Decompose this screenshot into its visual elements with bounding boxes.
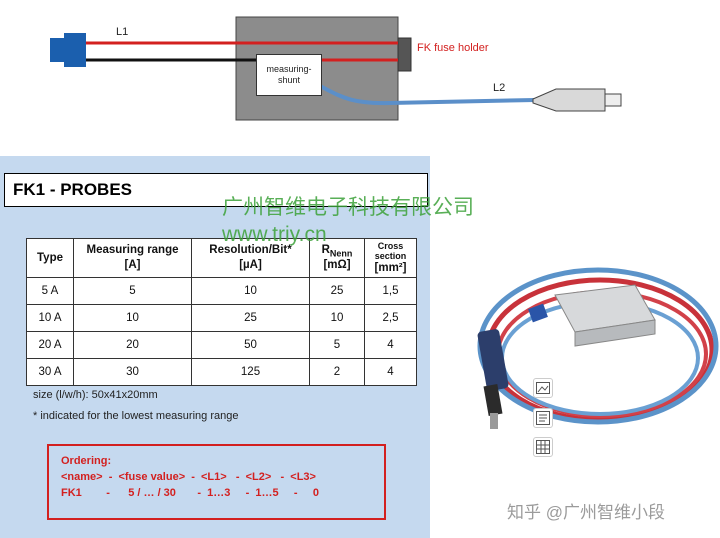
header-cross-section: Cross section [mm²]: [364, 238, 417, 278]
header-r-subscript: Nenn: [329, 248, 353, 259]
header-resolution: Resolution/Bit* [µA]: [191, 238, 310, 278]
l2-label: L2: [493, 82, 506, 94]
header-type-label: Type: [37, 251, 63, 264]
text-icon[interactable]: [533, 408, 553, 428]
header-cross-label: Cross: [377, 240, 404, 251]
table-cell: 5 A: [26, 277, 74, 305]
header-r-label: R: [321, 243, 330, 256]
panel-title: FK1 - PROBES: [13, 180, 133, 199]
header-resolution-label: Resolution/Bit*: [209, 244, 292, 256]
header-type: Type: [26, 238, 74, 278]
table-cell: 20: [73, 331, 192, 359]
table-icon-glyph: [536, 440, 550, 454]
shunt-label-line2: shunt: [277, 75, 301, 85]
table-cell: 125: [191, 358, 310, 386]
table-cell: 1,5: [364, 277, 417, 305]
header-section-label: section: [374, 250, 407, 261]
table-cell: 30 A: [26, 358, 74, 386]
table-row: 10 A 10 25 10 2,5: [26, 304, 417, 332]
table-row: 20 A 20 50 5 4: [26, 331, 417, 359]
image-icon-glyph: [536, 382, 550, 394]
ordering-example: FK1 - 5 / … / 30 - 1…3 - 1…5 - 0: [61, 487, 319, 499]
header-measuring-range-label: Measuring range: [86, 244, 179, 256]
probes-table: Type Measuring range [A] Resolution/Bit*…: [26, 238, 417, 386]
size-note: size (l/w/h): 50x41x20mm: [33, 389, 158, 401]
table-cell: 20 A: [26, 331, 74, 359]
ordering-template: <name> - <fuse value> - <L1> - <L2> - <L…: [61, 471, 316, 483]
table-row: 30 A 30 125 2 4: [26, 358, 417, 386]
table-cell: 10 A: [26, 304, 74, 332]
table-cell: 5: [73, 277, 192, 305]
table-icon[interactable]: [533, 437, 553, 457]
text-icon-glyph: [536, 411, 550, 425]
header-r-nenn: RNenn [mΩ]: [309, 238, 365, 278]
watermark-company: 广州智维电子科技有限公司: [222, 196, 474, 219]
probe-diagram-drawing: [50, 16, 622, 121]
spec-panel: FK1 - PROBES Type Measuring range [A] Re…: [0, 156, 430, 538]
panel-title-box: FK1 - PROBES: [4, 173, 428, 207]
measuring-shunt: measuring- shunt: [256, 54, 322, 96]
table-cell: 5: [309, 331, 365, 359]
asterisk-note: * indicated for the lowest measuring ran…: [33, 410, 239, 422]
header-measuring-range: Measuring range [A]: [73, 238, 192, 278]
header-measuring-range-unit: [A]: [124, 259, 141, 271]
header-r-unit: [mΩ]: [323, 259, 351, 272]
l1-label: L1: [116, 26, 129, 38]
watermark-url: www.triy.cn: [222, 223, 327, 246]
table-header-row: Type Measuring range [A] Resolution/Bit*…: [26, 238, 417, 278]
product-photo: [470, 250, 720, 460]
source-credit: 知乎 @广州智维小段: [507, 503, 665, 522]
table-cell: 4: [364, 331, 417, 359]
product-photo-drawing: [477, 267, 719, 429]
table-cell: 10: [309, 304, 365, 332]
table-cell: 4: [364, 358, 417, 386]
table-row: 5 A 5 10 25 1,5: [26, 277, 417, 305]
probe-diagram: L1 L2 FK fuse holder measuring- shunt: [0, 0, 720, 155]
image-icon[interactable]: [533, 378, 553, 398]
ordering-title: Ordering:: [61, 455, 112, 467]
table-cell: 50: [191, 331, 310, 359]
table-cell: 2,5: [364, 304, 417, 332]
table-cell: 30: [73, 358, 192, 386]
header-cross-unit: [mm²]: [374, 261, 407, 274]
table-cell: 2: [309, 358, 365, 386]
fuse-holder-label: FK fuse holder: [417, 42, 489, 54]
table-cell: 25: [309, 277, 365, 305]
shunt-label-line1: measuring-: [266, 64, 312, 74]
table-cell: 10: [73, 304, 192, 332]
header-resolution-unit: [µA]: [239, 259, 262, 271]
table-cell: 10: [191, 277, 310, 305]
ordering-box: Ordering: <name> - <fuse value> - <L1> -…: [47, 444, 386, 520]
table-cell: 25: [191, 304, 310, 332]
